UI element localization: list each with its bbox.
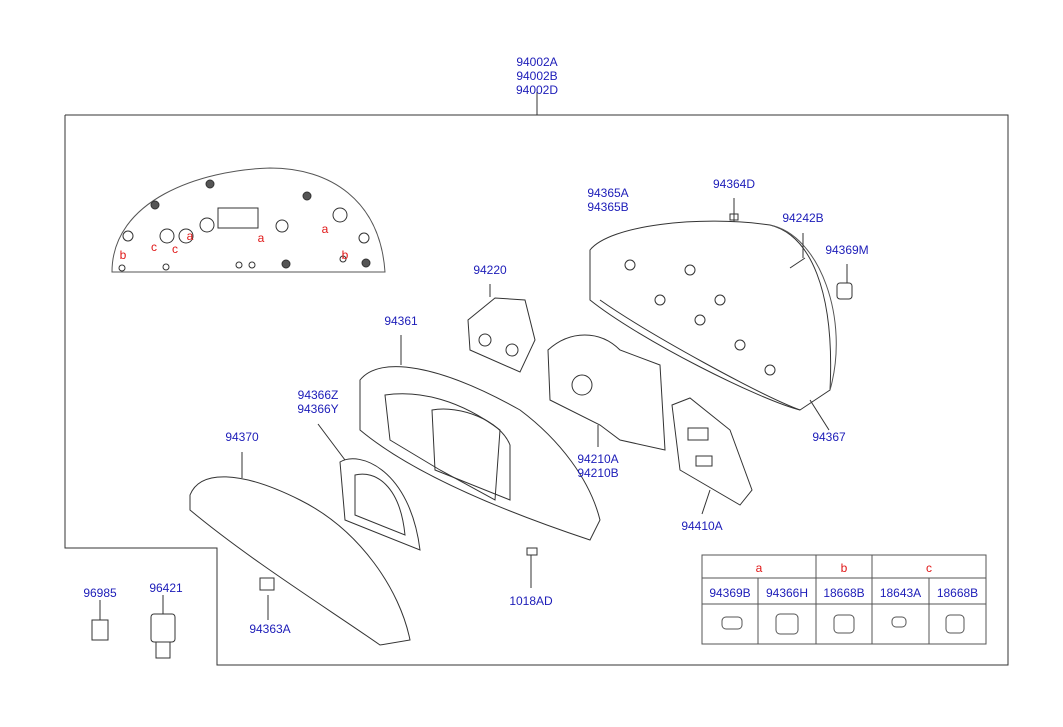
rear-cover <box>769 224 837 391</box>
pcb-marker-a: a <box>186 229 194 243</box>
table-part-18643a[interactable]: 18643A <box>879 586 922 600</box>
pcb-marker-b: b <box>119 248 127 262</box>
assembly-label-d[interactable]: 94002D <box>515 83 559 97</box>
table-group-b: b <box>840 561 848 575</box>
part-label-94363a[interactable]: 94363A <box>249 622 291 636</box>
plate-94410a <box>671 397 753 515</box>
part-label-94410a[interactable]: 94410A <box>681 519 723 533</box>
glass-94370 <box>189 452 411 646</box>
dial-94210 <box>547 334 666 451</box>
pcb-marker-b: b <box>341 248 349 262</box>
part-label-94210b[interactable]: 94210B <box>577 466 619 480</box>
table-part-94369b[interactable]: 94369B <box>709 586 751 600</box>
gauge-94220 <box>467 284 536 373</box>
part-94363a <box>259 577 275 620</box>
part-label-94366y[interactable]: 94366Y <box>297 402 339 416</box>
part-label-94242b[interactable]: 94242B <box>782 211 824 225</box>
housing-94361 <box>359 335 601 541</box>
screw-1018ad <box>526 547 538 588</box>
pcb-marker-c: c <box>151 240 157 254</box>
pcb-marker-a: a <box>257 231 265 245</box>
assembly-label-b[interactable]: 94002B <box>516 69 558 83</box>
screw-94242b <box>789 233 806 269</box>
screw-94364d <box>729 198 739 222</box>
rear-case <box>589 220 832 431</box>
bezel-94366 <box>317 423 421 551</box>
assembly-frame <box>64 114 1009 666</box>
part-96985 <box>91 600 109 641</box>
pcb-marker-c: c <box>172 242 178 256</box>
part-label-94370[interactable]: 94370 <box>225 430 259 444</box>
table-part-18668b[interactable]: 18668B <box>823 586 865 600</box>
bulb-table-grid <box>701 554 987 645</box>
assembly-label-a[interactable]: 94002A <box>516 55 558 69</box>
table-part-94366h[interactable]: 94366H <box>765 586 809 600</box>
part-label-94365a[interactable]: 94365A <box>587 186 629 200</box>
table-group-a: a <box>755 561 763 575</box>
part-label-94367[interactable]: 94367 <box>812 430 846 444</box>
part-label-94369m[interactable]: 94369M <box>825 243 869 257</box>
part-label-1018ad[interactable]: 1018AD <box>509 594 553 608</box>
printed-circuit-board <box>111 167 386 273</box>
table-group-c: c <box>926 561 932 575</box>
part-label-96421[interactable]: 96421 <box>149 581 183 595</box>
pcb-marker-a: a <box>321 222 329 236</box>
part-label-94364d[interactable]: 94364D <box>712 177 756 191</box>
part-label-94210a[interactable]: 94210A <box>577 452 619 466</box>
part-label-94366z[interactable]: 94366Z <box>297 388 339 402</box>
bulb-94369m <box>836 264 853 300</box>
part-96421 <box>150 595 176 659</box>
table-part-18668b[interactable]: 18668B <box>936 586 979 600</box>
part-label-94220[interactable]: 94220 <box>473 263 507 277</box>
part-label-94365b[interactable]: 94365B <box>587 200 629 214</box>
part-label-96985[interactable]: 96985 <box>83 586 117 600</box>
part-label-94361[interactable]: 94361 <box>384 314 418 328</box>
